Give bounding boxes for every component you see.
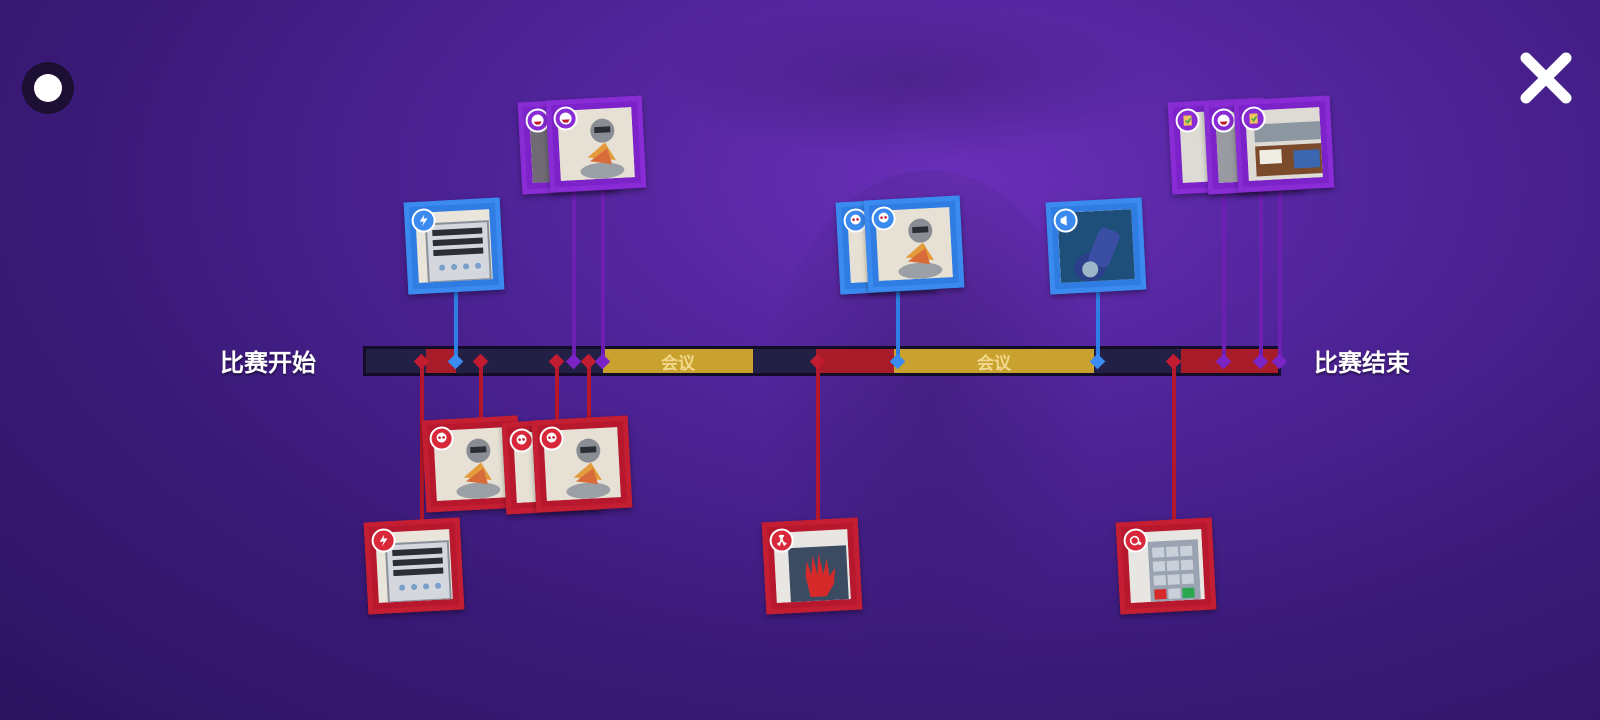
event-card-kill[interactable] — [531, 415, 633, 513]
event-card-sabotage-oxygen[interactable] — [1115, 517, 1217, 615]
dead-body-image — [1057, 209, 1135, 283]
close-icon — [1520, 52, 1572, 104]
monster-face-icon — [553, 105, 579, 132]
clipboard-icon — [1175, 107, 1201, 134]
meeting-segment: 会议 — [894, 349, 1094, 374]
match-end-label: 比赛结束 — [1314, 349, 1410, 377]
oxygen-icon — [1123, 527, 1149, 554]
lightning-icon — [371, 527, 397, 554]
skull-icon — [429, 425, 455, 452]
power-panel-image — [384, 540, 452, 603]
skull-icon — [843, 207, 869, 234]
roaster-image — [543, 427, 621, 501]
event-card-sabotage-reactor[interactable] — [761, 517, 863, 615]
event-connector — [601, 190, 605, 358]
timeline-segment-red — [816, 349, 894, 373]
event-connector — [816, 360, 820, 520]
event-card-kill[interactable] — [863, 195, 965, 293]
event-connector — [1096, 290, 1100, 358]
event-connector — [479, 360, 483, 420]
event-card-sabotage-power[interactable] — [403, 197, 505, 295]
skull-icon — [509, 427, 535, 454]
megaphone-icon — [1053, 207, 1079, 234]
monster-face-icon — [1211, 107, 1237, 134]
match-start-label: 比赛开始 — [220, 349, 316, 377]
meeting-label: 会议 — [977, 353, 1011, 374]
power-panel-image — [424, 220, 492, 283]
record-button[interactable] — [22, 62, 74, 114]
event-card-kill[interactable] — [545, 95, 647, 193]
event-connector — [896, 290, 900, 358]
meeting-segment: 会议 — [603, 349, 753, 374]
event-connector — [1278, 190, 1282, 358]
close-button[interactable] — [1516, 48, 1576, 108]
event-connector — [572, 190, 576, 358]
lightning-icon — [411, 207, 437, 234]
file-cabinet-image — [1245, 107, 1323, 181]
roaster-image — [433, 427, 511, 501]
monster-face-icon — [525, 107, 551, 134]
event-card-kill[interactable] — [421, 415, 523, 513]
handprint-scanner-image — [773, 529, 851, 603]
skull-icon — [539, 425, 565, 452]
background-shadow — [660, 0, 1160, 160]
record-icon — [34, 74, 62, 102]
event-card-sabotage-power[interactable] — [363, 517, 465, 615]
roaster-image — [875, 207, 953, 281]
skull-icon — [871, 205, 897, 232]
roaster-image — [557, 107, 635, 181]
event-card-report[interactable] — [1045, 197, 1147, 295]
event-connector — [454, 290, 458, 358]
event-connector — [1259, 190, 1263, 358]
radiation-icon — [769, 527, 795, 554]
event-connector — [555, 360, 559, 420]
event-connector — [1222, 190, 1226, 358]
event-connector — [587, 360, 591, 420]
event-card-task[interactable] — [1233, 95, 1335, 193]
event-connector — [1172, 360, 1176, 520]
keypad-image — [1127, 529, 1205, 603]
meeting-label: 会议 — [661, 353, 695, 374]
clipboard-icon — [1241, 105, 1267, 132]
